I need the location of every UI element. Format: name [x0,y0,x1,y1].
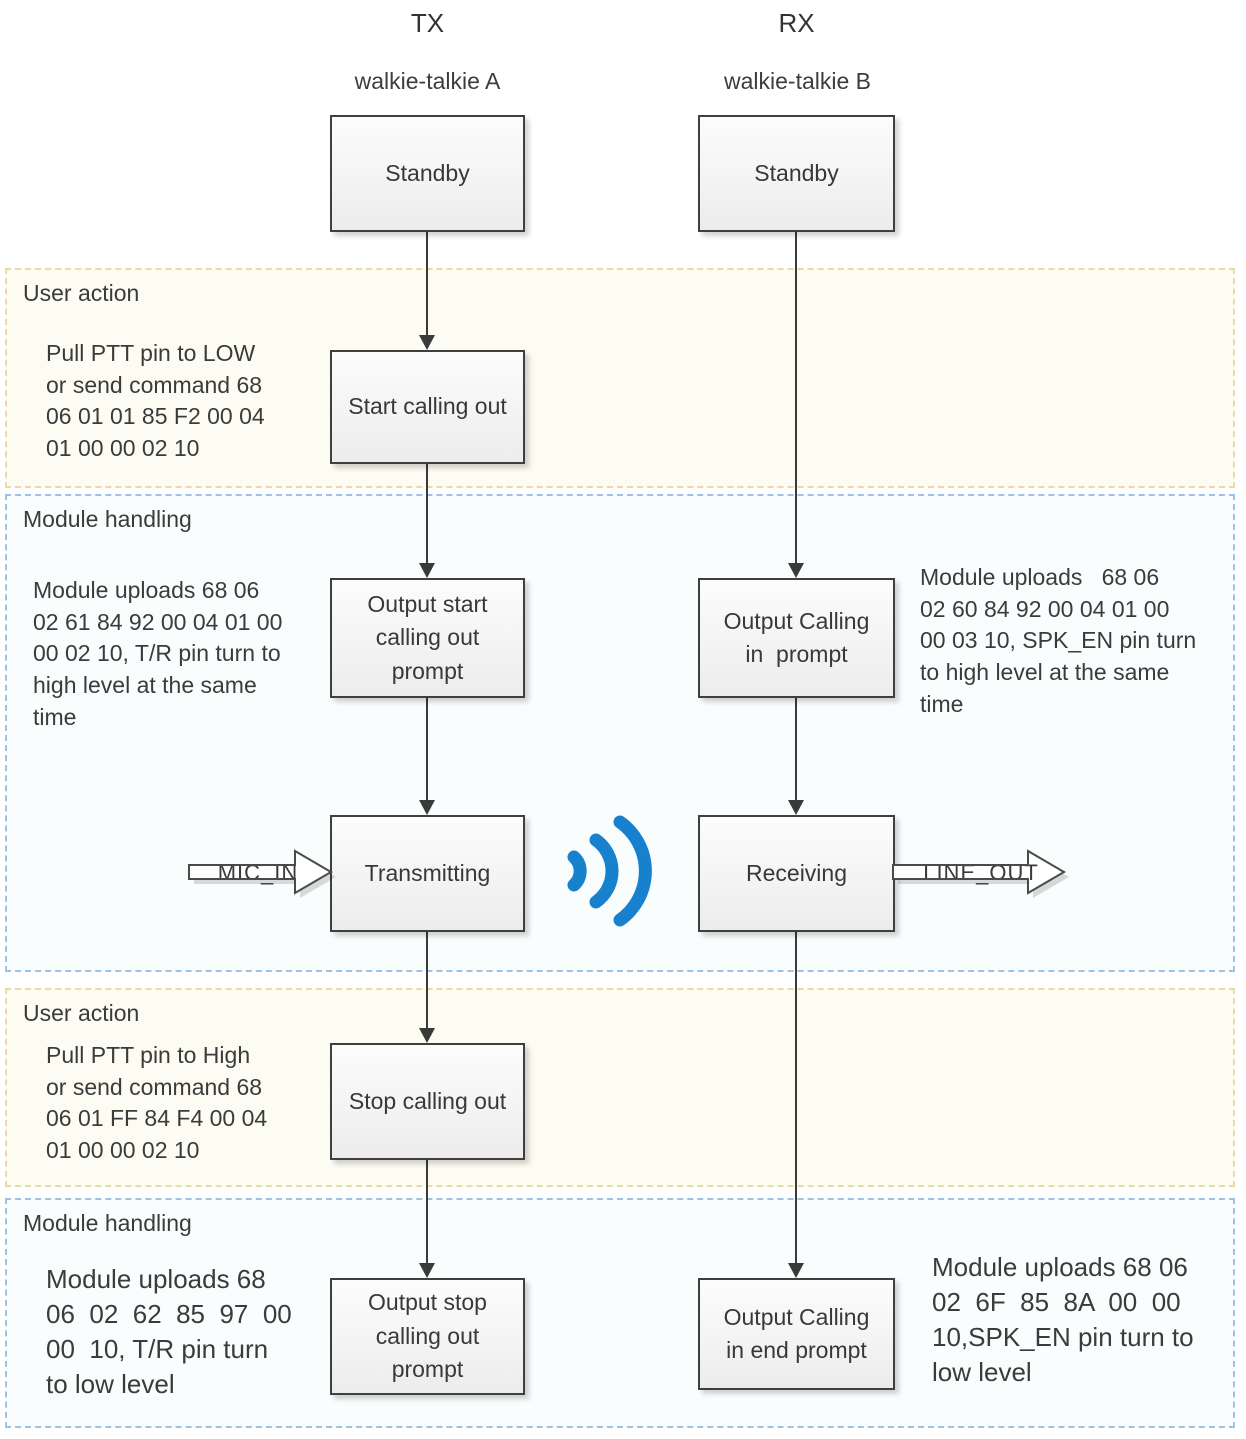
column-heading-rx: RX [778,8,815,38]
line-out-label: LINE_OUT [923,860,1039,885]
band-label: User action [23,1000,140,1026]
column-device-rx: walkie-talkie B [724,68,871,94]
mic-in-arrow: MIC_IN [188,849,336,898]
line-out-arrow: LINE_OUT [892,849,1069,898]
arrow-down-icon [788,1263,804,1278]
flow-connector [426,232,428,336]
flow-connector [426,464,428,564]
arrow-down-icon [788,563,804,578]
flow-connector [426,932,428,1029]
note-user-action-1-tx: Pull PTT pin to LOW or send command 68 0… [46,340,265,462]
arrow-down-icon [419,800,435,815]
flow-box-start-calling-out: Start calling out [330,350,525,464]
flow-box-output-calling-in-end-prompt: Output Calling in end prompt [698,1278,895,1390]
arrow-down-icon [419,335,435,350]
band-module-handling-2: Module handling [5,1198,1235,1428]
arrow-down-icon [788,800,804,815]
arrow-down-icon [419,1028,435,1043]
note-user-action-2-tx: Pull PTT pin to High or send command 68 … [46,1042,268,1164]
flow-connector [795,698,797,801]
flow-box-transmitting: Transmitting [330,815,525,932]
note-module-handling-2-tx: Module uploads 68 06 02 62 85 97 00 00 1… [46,1264,292,1400]
flow-box-receiving: Receiving [698,815,895,932]
note-module-handling-1-rx: Module uploads 68 06 02 60 84 92 00 04 0… [920,564,1197,717]
note-module-handling-1-tx: Module uploads 68 06 02 61 84 92 00 04 0… [33,577,283,730]
flow-box-output-calling-in-prompt: Output Calling in prompt [698,578,895,698]
flow-box-standby-rx: Standby [698,115,895,232]
band-user-action-1: User action [5,268,1235,488]
arrow-outline [892,849,1066,895]
arrow-down-icon [419,563,435,578]
band-label: Module handling [23,506,192,532]
band-label: User action [23,280,140,306]
flow-connector [795,932,797,1264]
band-label: Module handling [23,1210,192,1236]
note-module-handling-2-rx: Module uploads 68 06 02 6F 85 8A 00 00 1… [932,1252,1194,1388]
flow-connector [426,698,428,801]
arrow-outline [188,849,333,895]
flow-connector [426,1160,428,1264]
arrow-body [893,851,1064,893]
column-device-tx: walkie-talkie A [354,68,501,94]
mic-in-label: MIC_IN [218,860,299,885]
column-heading-tx: TX [410,8,445,38]
flow-box-output-start-calling-out-prompt: Output start calling out prompt [330,578,525,698]
flow-connector [795,232,797,564]
flow-box-stop-calling-out: Stop calling out [330,1043,525,1160]
band-user-action-2: User action [5,988,1235,1187]
flow-box-standby-tx: Standby [330,115,525,232]
radio-signal-icon [567,815,652,927]
flow-box-output-stop-calling-out-prompt: Output stop calling out prompt [330,1278,525,1395]
arrow-down-icon [419,1263,435,1278]
